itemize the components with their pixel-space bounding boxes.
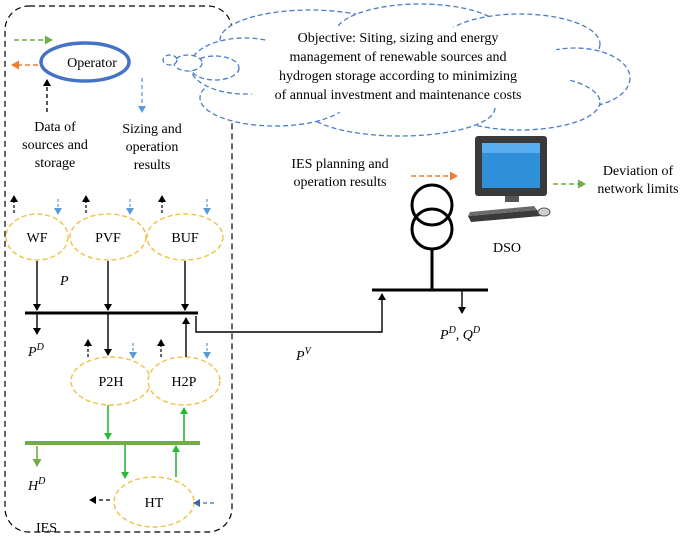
operator-node bbox=[39, 41, 131, 83]
grid-exchange-symbol: PV bbox=[295, 346, 313, 364]
hydrogen-load-base: H bbox=[27, 479, 39, 494]
dso-load-sep: , bbox=[456, 328, 463, 343]
ies-boundary bbox=[4, 5, 233, 533]
wf-label: WF bbox=[27, 231, 48, 246]
unit-io-arrows bbox=[10, 195, 211, 359]
ies-label: IES bbox=[36, 521, 57, 536]
pvf-label: PVF bbox=[95, 231, 121, 246]
sizing-results-line-3: results bbox=[134, 158, 171, 173]
dso-load-symbol: PD, QD bbox=[439, 325, 481, 343]
hydrogen-load-sup: D bbox=[37, 476, 46, 487]
transformer-icon bbox=[410, 183, 454, 290]
operator-label: Operator bbox=[67, 56, 117, 71]
sizing-results-line-1: Sizing and bbox=[122, 122, 182, 137]
p2h-label: P2H bbox=[99, 375, 124, 390]
deviation-line-2: network limits bbox=[597, 182, 678, 197]
buf-label: BUF bbox=[171, 231, 198, 246]
electric-load-sup: D bbox=[36, 342, 45, 353]
data-sources-line-3: storage bbox=[35, 156, 75, 171]
electric-load-symbol: PD bbox=[27, 342, 45, 360]
grid-exchange-line bbox=[195, 293, 386, 333]
planning-results-line-2: operation results bbox=[294, 175, 387, 190]
objective-line-1: Objective: Siting, sizing and energy bbox=[298, 31, 499, 46]
objective-line-4: of annual investment and maintenance cos… bbox=[275, 88, 522, 103]
pvf-unit bbox=[69, 213, 147, 261]
dso-load-q-base: Q bbox=[463, 328, 473, 343]
objective-cloud bbox=[162, 3, 631, 137]
computer-icon bbox=[468, 136, 551, 222]
dso-load-p-base: P bbox=[439, 328, 449, 343]
planning-results-line-1: IES planning and bbox=[291, 157, 388, 172]
h2p-unit bbox=[147, 356, 221, 406]
grid-exchange-base: P bbox=[295, 349, 305, 364]
deviation-line-1: Deviation of bbox=[603, 164, 674, 179]
data-sources-line-1: Data of bbox=[34, 120, 76, 135]
data-sources-line-2: sources and bbox=[22, 138, 88, 153]
sizing-results-line-2: operation bbox=[126, 140, 179, 155]
dso-label: DSO bbox=[493, 241, 521, 256]
dso-load-q-sup: D bbox=[472, 325, 481, 336]
objective-line-2: management of renewable sources and bbox=[290, 50, 507, 65]
hydrogen-load-symbol: HD bbox=[27, 476, 46, 494]
objective-line-3: hydrogen storage according to minimizing bbox=[279, 69, 517, 84]
electric-load-base: P bbox=[27, 345, 37, 360]
wf-unit bbox=[5, 213, 69, 261]
buf-unit bbox=[146, 213, 224, 261]
grid-exchange-sup: V bbox=[305, 346, 313, 357]
dso-load-p-sup: D bbox=[448, 325, 457, 336]
power-symbol: P bbox=[59, 274, 69, 289]
ht-label: HT bbox=[145, 496, 164, 511]
h2p-label: H2P bbox=[172, 375, 197, 390]
